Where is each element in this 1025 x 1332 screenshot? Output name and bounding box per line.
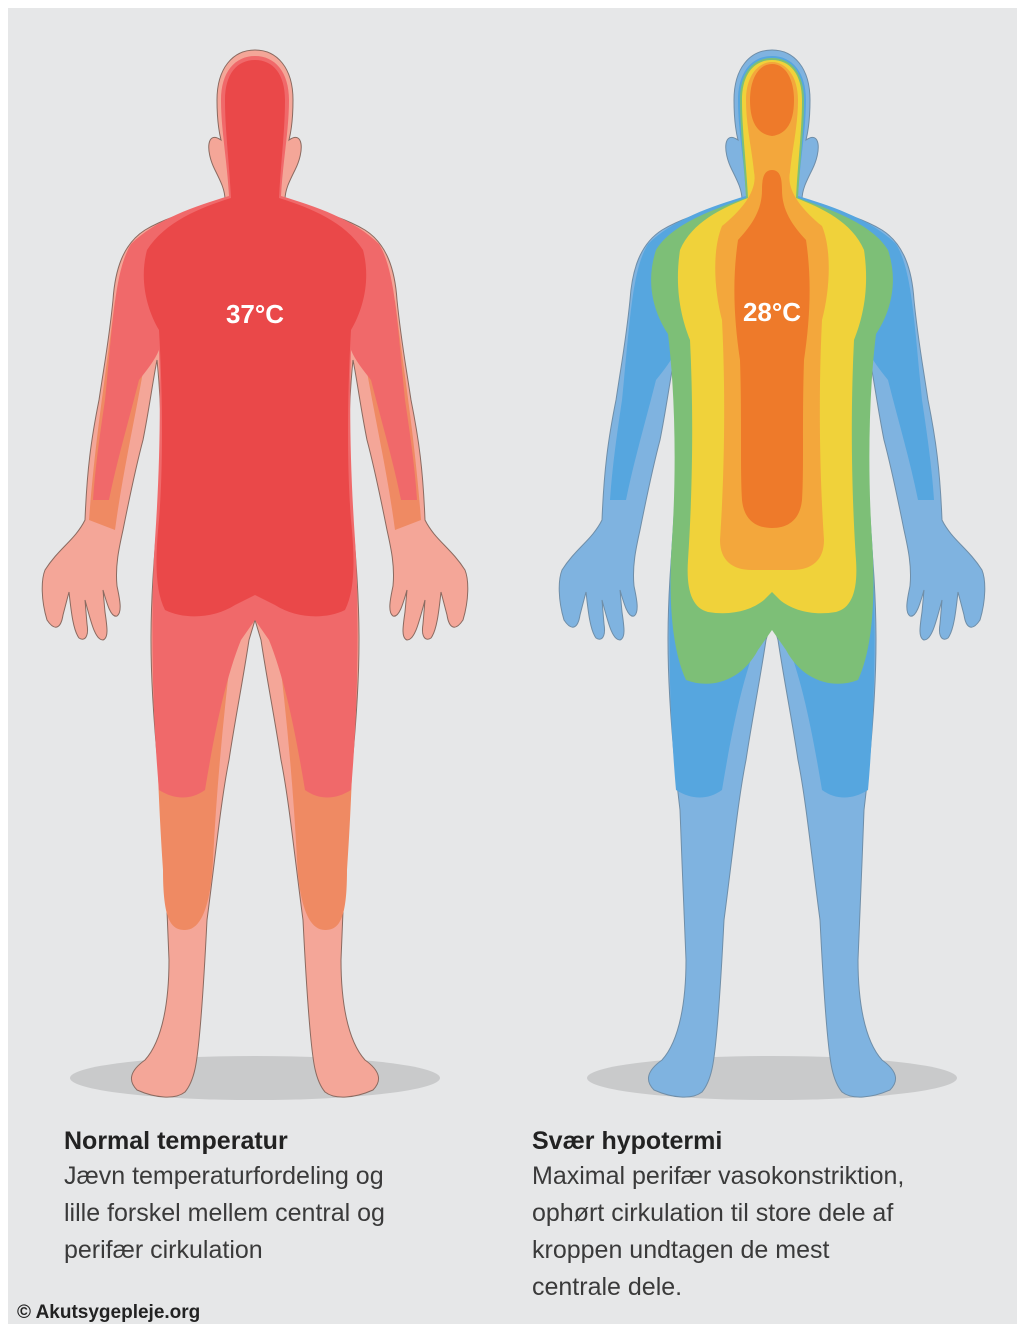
hypothermia-caption: Svær hypotermi Maximal perifær vasokonst…	[532, 1124, 1012, 1306]
hypothermia-temperature-label: 28°C	[743, 297, 801, 327]
normal-temperature-figure: 37°C	[42, 50, 468, 1097]
hypothermia-title: Svær hypotermi	[532, 1124, 1012, 1158]
hypothermia-figure-shadow	[587, 1056, 957, 1100]
normal-temperature-description: Jævn temperaturfordeling og lille forske…	[64, 1158, 494, 1269]
normal-core-zone	[144, 60, 366, 616]
normal-temperature-caption: Normal temperatur Jævn temperaturfordeli…	[64, 1124, 494, 1269]
hypothermia-figure: 28°C	[559, 50, 985, 1097]
normal-temperature-title: Normal temperatur	[64, 1124, 494, 1158]
hypothermia-description: Maximal perifær vasokonstriktion, ophørt…	[532, 1158, 1012, 1306]
normal-temperature-label: 37°C	[226, 299, 284, 329]
copyright-notice: © Akutsygepleje.org	[17, 1302, 200, 1324]
normal-figure-shadow	[70, 1056, 440, 1100]
